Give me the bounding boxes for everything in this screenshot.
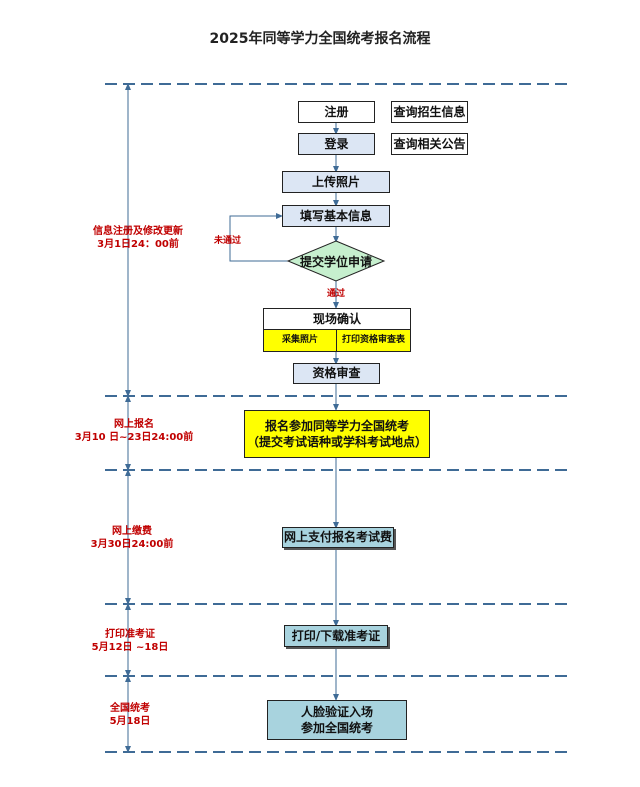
face-verify-step: 人脸验证入场 参加全国统考: [267, 700, 407, 740]
exam-signup-line1: 报名参加同等学力全国统考: [264, 418, 409, 433]
print-form-step: 打印资格审查表: [336, 329, 411, 352]
print-ticket-step: 打印/下载准考证: [284, 625, 388, 647]
face-verify-line2: 参加全国统考: [300, 721, 373, 735]
pay-fee-step: 网上支付报名考试费: [282, 527, 394, 548]
fill-info-step: 填写基本信息: [282, 205, 390, 227]
onsite-confirm-step: 现场确认: [263, 308, 411, 330]
flow-connectors: [229, 123, 339, 701]
fail-label: 未通过: [214, 236, 242, 246]
phase-national-exam: 全国统考 5月18日: [109, 703, 151, 727]
page-title: 2025年同等学力全国统考报名流程: [209, 31, 431, 47]
pass-label: 通过: [327, 289, 346, 299]
collect-photo-step: 采集照片: [263, 329, 337, 352]
login-step: 登录: [298, 133, 375, 155]
submit-application-step: 提交学位申请: [299, 254, 372, 269]
phase-online-signup: 网上报名 3月10 日~23日24:00前: [74, 419, 194, 443]
phase-info-registration: 信息注册及修改更新 3月1日24：00前: [93, 226, 183, 250]
phase-online-payment: 网上缴费 3月30日24:00前: [90, 526, 174, 550]
exam-signup-step: 报名参加同等学力全国统考 （提交考试语种或学科考试地点）: [244, 410, 430, 458]
phase-dividers: [105, 83, 570, 753]
check-enrollment-info-step: 查询招生信息: [391, 101, 468, 123]
check-notices-step: 查询相关公告: [391, 133, 468, 155]
exam-signup-line2: （提交考试语种或学科考试地点）: [246, 435, 427, 449]
register-step: 注册: [298, 101, 375, 123]
upload-photo-step: 上传照片: [282, 171, 390, 193]
phase-print-ticket: 打印准考证 5月12日 ~18日: [91, 629, 169, 653]
face-verify-line1: 人脸验证入场: [300, 704, 373, 719]
qualification-review-step: 资格审查: [293, 363, 380, 384]
decision-diamond: [286, 240, 386, 282]
